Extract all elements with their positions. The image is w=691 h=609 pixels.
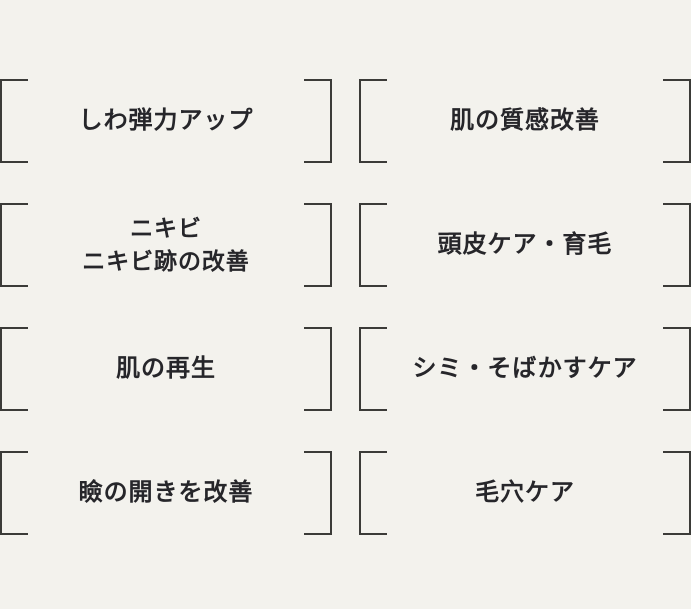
column-gutter <box>332 451 359 535</box>
treatment-card-label: 瞼の開きを改善 <box>78 479 254 507</box>
treatment-card-wrinkle-elasticity[interactable]: しわ弾力アップ <box>0 79 332 163</box>
bracket-left-icon <box>359 203 387 287</box>
column-gutter <box>332 79 359 163</box>
treatment-card-eyelid-opening[interactable]: 瞼の開きを改善 <box>0 451 332 535</box>
bracket-right-icon <box>663 203 691 287</box>
bracket-left-icon <box>0 327 28 411</box>
bracket-left-icon <box>0 451 28 535</box>
column-gutter <box>332 327 359 411</box>
bracket-right-icon <box>304 327 332 411</box>
treatment-card-label: 毛穴ケア <box>475 479 575 507</box>
treatment-menu-grid: しわ弾力アップ 肌の質感改善 ニキビ ニキビ跡の改善 頭皮ケア・育毛 肌の再生 <box>0 79 691 535</box>
treatment-card-label: ニキビ ニキビ跡の改善 <box>82 215 250 274</box>
treatment-card-acne-and-scars[interactable]: ニキビ ニキビ跡の改善 <box>0 203 332 287</box>
bracket-left-icon <box>0 79 28 163</box>
bracket-right-icon <box>663 79 691 163</box>
treatment-card-label: 肌の質感改善 <box>450 107 600 135</box>
bracket-right-icon <box>663 451 691 535</box>
treatment-card-label: しわ弾力アップ <box>78 107 254 135</box>
treatment-card-pore-care[interactable]: 毛穴ケア <box>359 451 691 535</box>
treatment-card-label: 頭皮ケア・育毛 <box>437 231 613 259</box>
treatment-card-skin-regeneration[interactable]: 肌の再生 <box>0 327 332 411</box>
treatment-card-label: シミ・そばかすケア <box>412 355 638 383</box>
bracket-left-icon <box>359 451 387 535</box>
bracket-left-icon <box>359 79 387 163</box>
bracket-right-icon <box>304 203 332 287</box>
bracket-right-icon <box>304 451 332 535</box>
treatment-card-scalp-hair-care[interactable]: 頭皮ケア・育毛 <box>359 203 691 287</box>
treatment-card-spots-freckles-care[interactable]: シミ・そばかすケア <box>359 327 691 411</box>
column-gutter <box>332 203 359 287</box>
bracket-right-icon <box>304 79 332 163</box>
bracket-left-icon <box>0 203 28 287</box>
treatment-card-label: 肌の再生 <box>116 355 216 383</box>
treatment-card-skin-texture[interactable]: 肌の質感改善 <box>359 79 691 163</box>
